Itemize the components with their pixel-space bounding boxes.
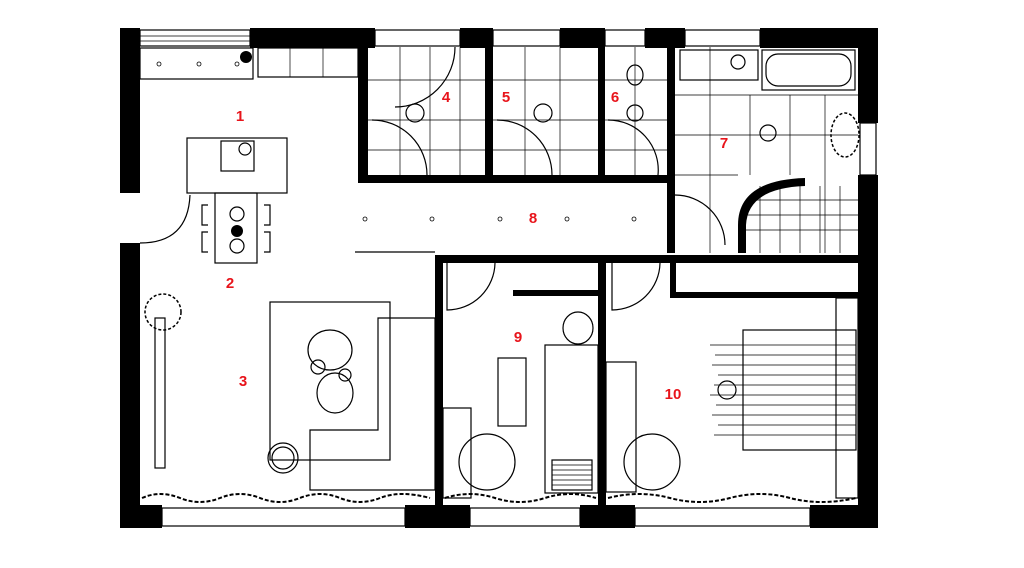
room-label-1: 1 <box>236 108 244 125</box>
room-label-7: 7 <box>720 135 728 152</box>
kitchen-furniture <box>139 47 359 264</box>
walls <box>120 28 878 528</box>
room-label-9: 9 <box>514 329 522 346</box>
corridor <box>362 216 637 222</box>
room-label-10: 10 <box>665 386 682 403</box>
windows <box>139 29 877 527</box>
room-label-2: 2 <box>226 275 234 292</box>
plants-border <box>141 493 857 503</box>
room-label-3: 3 <box>239 373 247 390</box>
room-numbers: 1 2 3 4 5 6 7 8 9 10 <box>226 89 728 403</box>
living-furniture <box>144 251 436 491</box>
room-label-5: 5 <box>502 89 510 106</box>
room-label-6: 6 <box>611 89 619 106</box>
bedroom-furniture <box>442 262 859 499</box>
room-label-8: 8 <box>529 210 537 227</box>
bathroom-fixtures <box>368 46 860 253</box>
room-label-4: 4 <box>442 89 451 106</box>
